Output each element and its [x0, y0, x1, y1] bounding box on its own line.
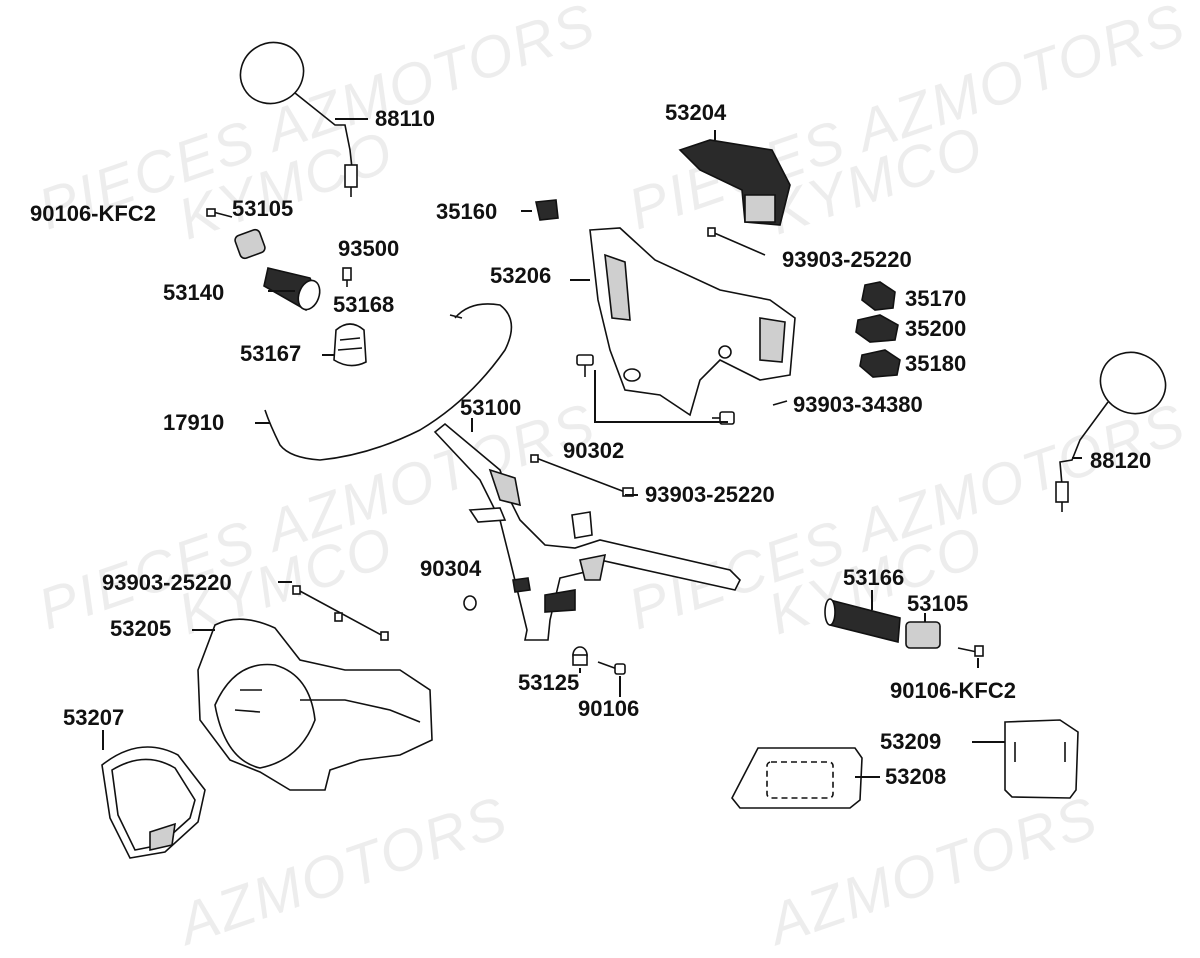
- bolt-left: [206, 208, 233, 218]
- switch-35170: [861, 281, 896, 311]
- part-number-label: 53100: [460, 395, 522, 420]
- parts-diagram: PIECES AZMOTORS KYMCO PIECES AZMOTORS KY…: [30, 0, 1194, 957]
- part-number-label: 53209: [880, 729, 942, 754]
- cable-17910: [264, 303, 513, 461]
- screw-25220-left: [292, 585, 389, 641]
- part-number-label: 53207: [63, 705, 125, 730]
- end-weight-right: [905, 621, 941, 649]
- part-number-label: 53166: [843, 565, 905, 590]
- part-number-label: 53206: [490, 263, 552, 288]
- part-number-label: 90106-KFC2: [890, 678, 1016, 703]
- bolt-90302: [576, 354, 735, 425]
- lens-53207: [101, 746, 206, 859]
- mirror-left: [239, 41, 358, 197]
- screw-25220-mid: [530, 454, 634, 497]
- handlebar-53100: [433, 422, 741, 641]
- part-number-label: 53105: [232, 196, 294, 221]
- mirror-right: [1055, 351, 1167, 512]
- bolt-90106: [597, 661, 626, 675]
- switch-35200: [855, 314, 899, 343]
- part-number-label: 93903-34380: [793, 392, 923, 417]
- part-number-label: 88120: [1090, 448, 1152, 473]
- switch-housing-53167: [333, 323, 367, 367]
- part-number-label: 35170: [905, 286, 967, 311]
- part-number-label: 53208: [885, 764, 947, 789]
- parts-drawing: [101, 41, 1167, 859]
- collar-53125: [572, 646, 588, 666]
- part-number-label: 53168: [333, 292, 395, 317]
- plate-53209: [1004, 719, 1079, 799]
- part-number-label: 53167: [240, 341, 302, 366]
- part-number-label: 88110: [375, 106, 435, 131]
- part-number-label: 90304: [420, 556, 482, 581]
- part-number-label: 53140: [163, 280, 225, 305]
- end-weight-left: [234, 228, 266, 260]
- part-number-label: 90302: [563, 438, 625, 463]
- rear-cover-53204: [678, 139, 791, 226]
- part-number-label: 35160: [436, 199, 498, 224]
- switch-35180: [859, 349, 901, 378]
- part-number-label: 93903-25220: [782, 247, 912, 272]
- screw-25220-top: [707, 227, 766, 256]
- part-number-label: 35200: [905, 316, 967, 341]
- part-number-label: 53204: [665, 100, 727, 125]
- part-number-label: 90106: [578, 696, 640, 721]
- part-number-label: 93903-25220: [645, 482, 775, 507]
- front-cover-53205: [197, 618, 433, 791]
- grip-left: [263, 267, 321, 312]
- part-number-label: 93903-25220: [102, 570, 232, 595]
- lens-53208: [731, 747, 863, 809]
- screw-34380: [772, 400, 788, 406]
- part-number-label: 53105: [907, 591, 969, 616]
- grip-right: [824, 598, 901, 644]
- part-number-label: 93500: [338, 236, 400, 261]
- screw-93500: [342, 267, 352, 287]
- part-number-label: 35180: [905, 351, 967, 376]
- part-number-label: 90106-KFC2: [30, 201, 156, 226]
- nut-90304: [463, 595, 477, 611]
- part-number-label: 53125: [518, 670, 580, 695]
- bolt-right: [957, 645, 984, 657]
- part-number-label: 53205: [110, 616, 172, 641]
- part-number-label: 17910: [163, 410, 225, 435]
- connector-35160: [535, 199, 559, 221]
- handle-cover-53206: [589, 227, 796, 417]
